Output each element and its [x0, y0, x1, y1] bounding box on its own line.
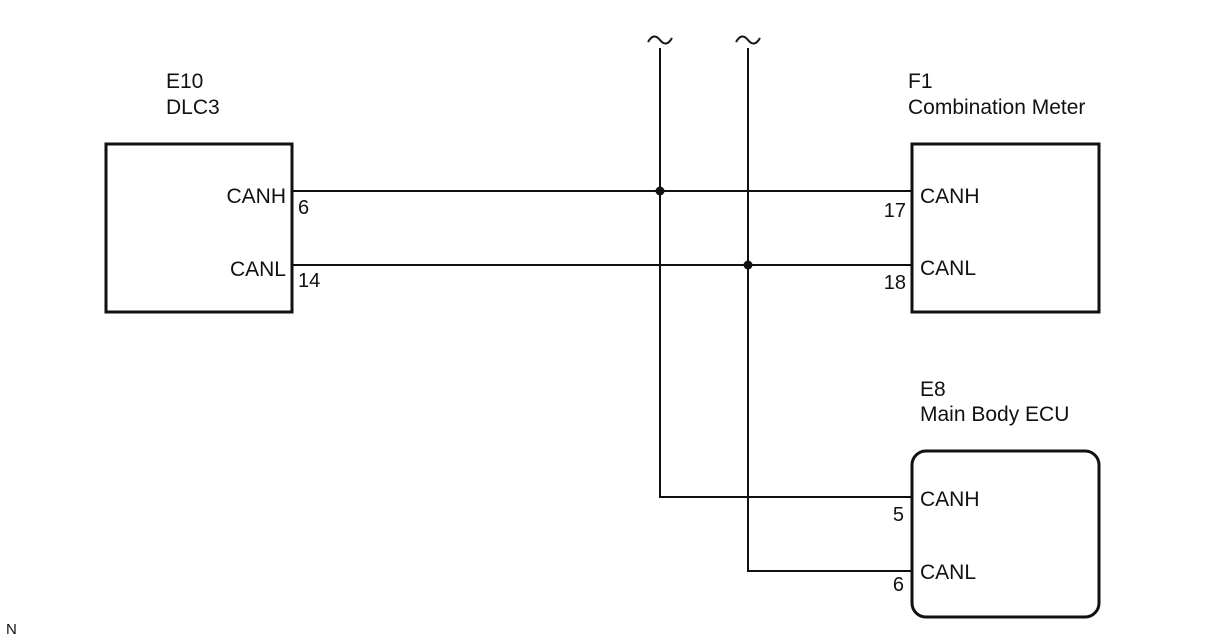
dlc3-canh-label: CANH — [226, 185, 286, 208]
combination-meter-code: F1 — [908, 70, 933, 93]
corner-mark: N — [6, 621, 17, 638]
combination-meter-canh-label: CANH — [920, 185, 980, 208]
combination-meter-canh-pin: 17 — [884, 200, 906, 222]
splice-canl — [743, 260, 753, 270]
wire-canh-branch — [659, 48, 912, 498]
main-body-ecu-canl-label: CANL — [920, 561, 976, 584]
main-body-ecu-canh-pin: 5 — [893, 504, 904, 526]
dlc3-canl-label: CANL — [230, 258, 286, 281]
main-body-ecu-code: E8 — [920, 378, 946, 401]
combination-meter-name: Combination Meter — [908, 96, 1085, 119]
dlc3-box — [104, 142, 294, 314]
combination-meter-canl-pin: 18 — [884, 272, 906, 294]
wire-break-icon-canh — [647, 35, 673, 45]
dlc3-canl-pin: 14 — [298, 270, 320, 292]
dlc3-canh-pin: 6 — [298, 197, 309, 219]
main-body-ecu-canh-label: CANH — [920, 488, 980, 511]
main-body-ecu-name: Main Body ECU — [920, 403, 1069, 426]
dlc3-name: DLC3 — [166, 96, 220, 119]
wire-canl-branch — [747, 48, 912, 572]
combination-meter-canl-label: CANL — [920, 257, 976, 280]
combination-meter-box — [910, 142, 1101, 314]
dlc3-code: E10 — [166, 70, 203, 93]
splice-canh — [655, 186, 665, 196]
main-body-ecu-canl-pin: 6 — [893, 574, 904, 596]
wire-break-icon-canl — [735, 35, 761, 45]
main-body-ecu-box — [910, 449, 1101, 619]
